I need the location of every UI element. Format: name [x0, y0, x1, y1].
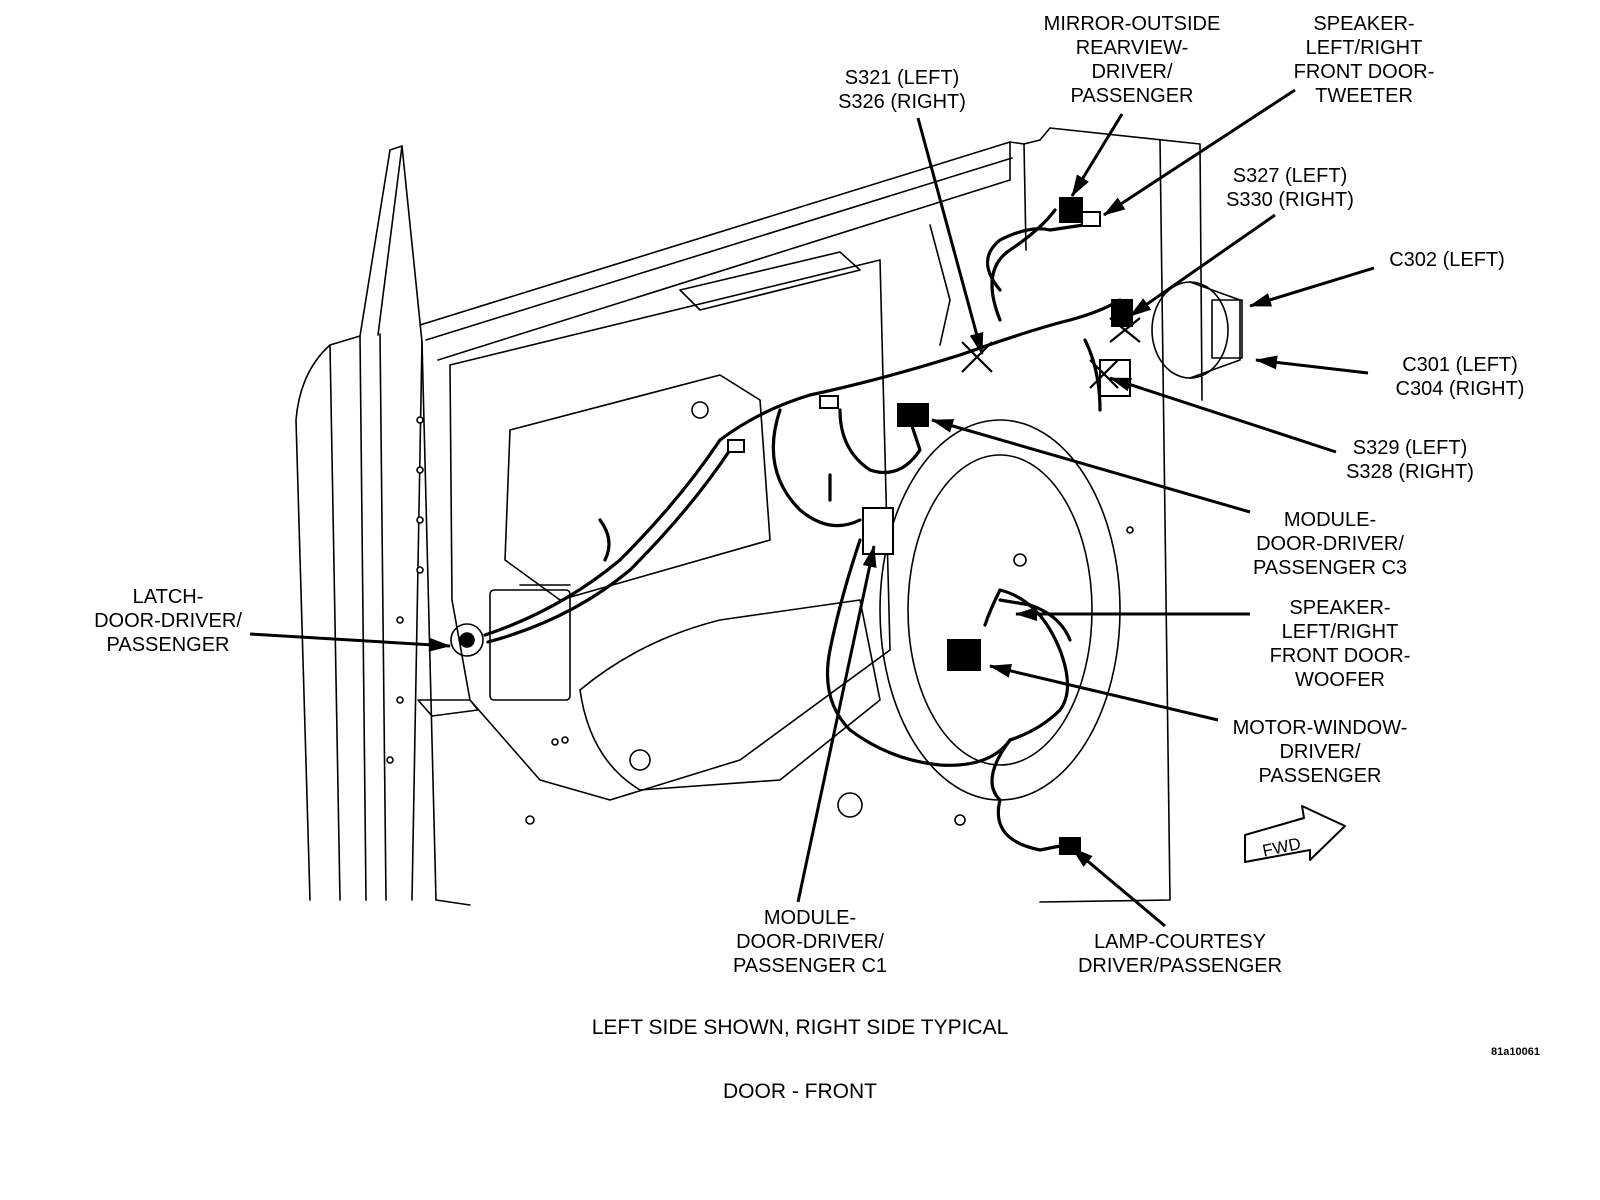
label-s327-s330: S327 (LEFT) S330 (RIGHT) [1226, 165, 1354, 211]
figure-title: DOOR - FRONT [723, 1080, 877, 1103]
door-frame [295, 127, 1346, 906]
label-module-door-c3: MODULE- DOOR-DRIVER/ PASSENGER C3 [1252, 509, 1408, 579]
label-mirror-outside-rearview: MIRROR-OUTSIDE REARVIEW- DRIVER/ PASSENG… [1043, 13, 1221, 107]
caption: LEFT SIDE SHOWN, RIGHT SIDE TYPICAL [591, 1016, 1009, 1039]
wiring-harness [483, 208, 1122, 852]
leader-lines [249, 88, 1375, 928]
label-speaker-woofer: SPEAKER- LEFT/RIGHT FRONT DOOR- WOOFER [1269, 597, 1411, 691]
label-speaker-tweeter: SPEAKER- LEFT/RIGHT FRONT DOOR- TWEETER [1293, 13, 1435, 107]
label-latch-door: LATCH- DOOR-DRIVER/ PASSENGER [94, 586, 242, 656]
label-s321-s326: S321 (LEFT) S326 (RIGHT) [838, 67, 966, 113]
fwd-label: FWD [1261, 834, 1303, 861]
label-lamp-courtesy: LAMP-COURTESY DRIVER/PASSENGER [1077, 931, 1283, 977]
connectors [727, 197, 1133, 855]
label-motor-window: MOTOR-WINDOW- DRIVER/ PASSENGER [1232, 717, 1408, 787]
label-module-door-c1: MODULE- DOOR-DRIVER/ PASSENGER C1 [732, 907, 888, 977]
label-s329-s328: S329 (LEFT) S328 (RIGHT) [1346, 437, 1474, 483]
label-c301-c304: C301 (LEFT) C304 (RIGHT) [1395, 354, 1525, 400]
label-c302: C302 (LEFT) [1389, 249, 1505, 271]
figure-code: 81a10061 [1491, 1046, 1540, 1058]
